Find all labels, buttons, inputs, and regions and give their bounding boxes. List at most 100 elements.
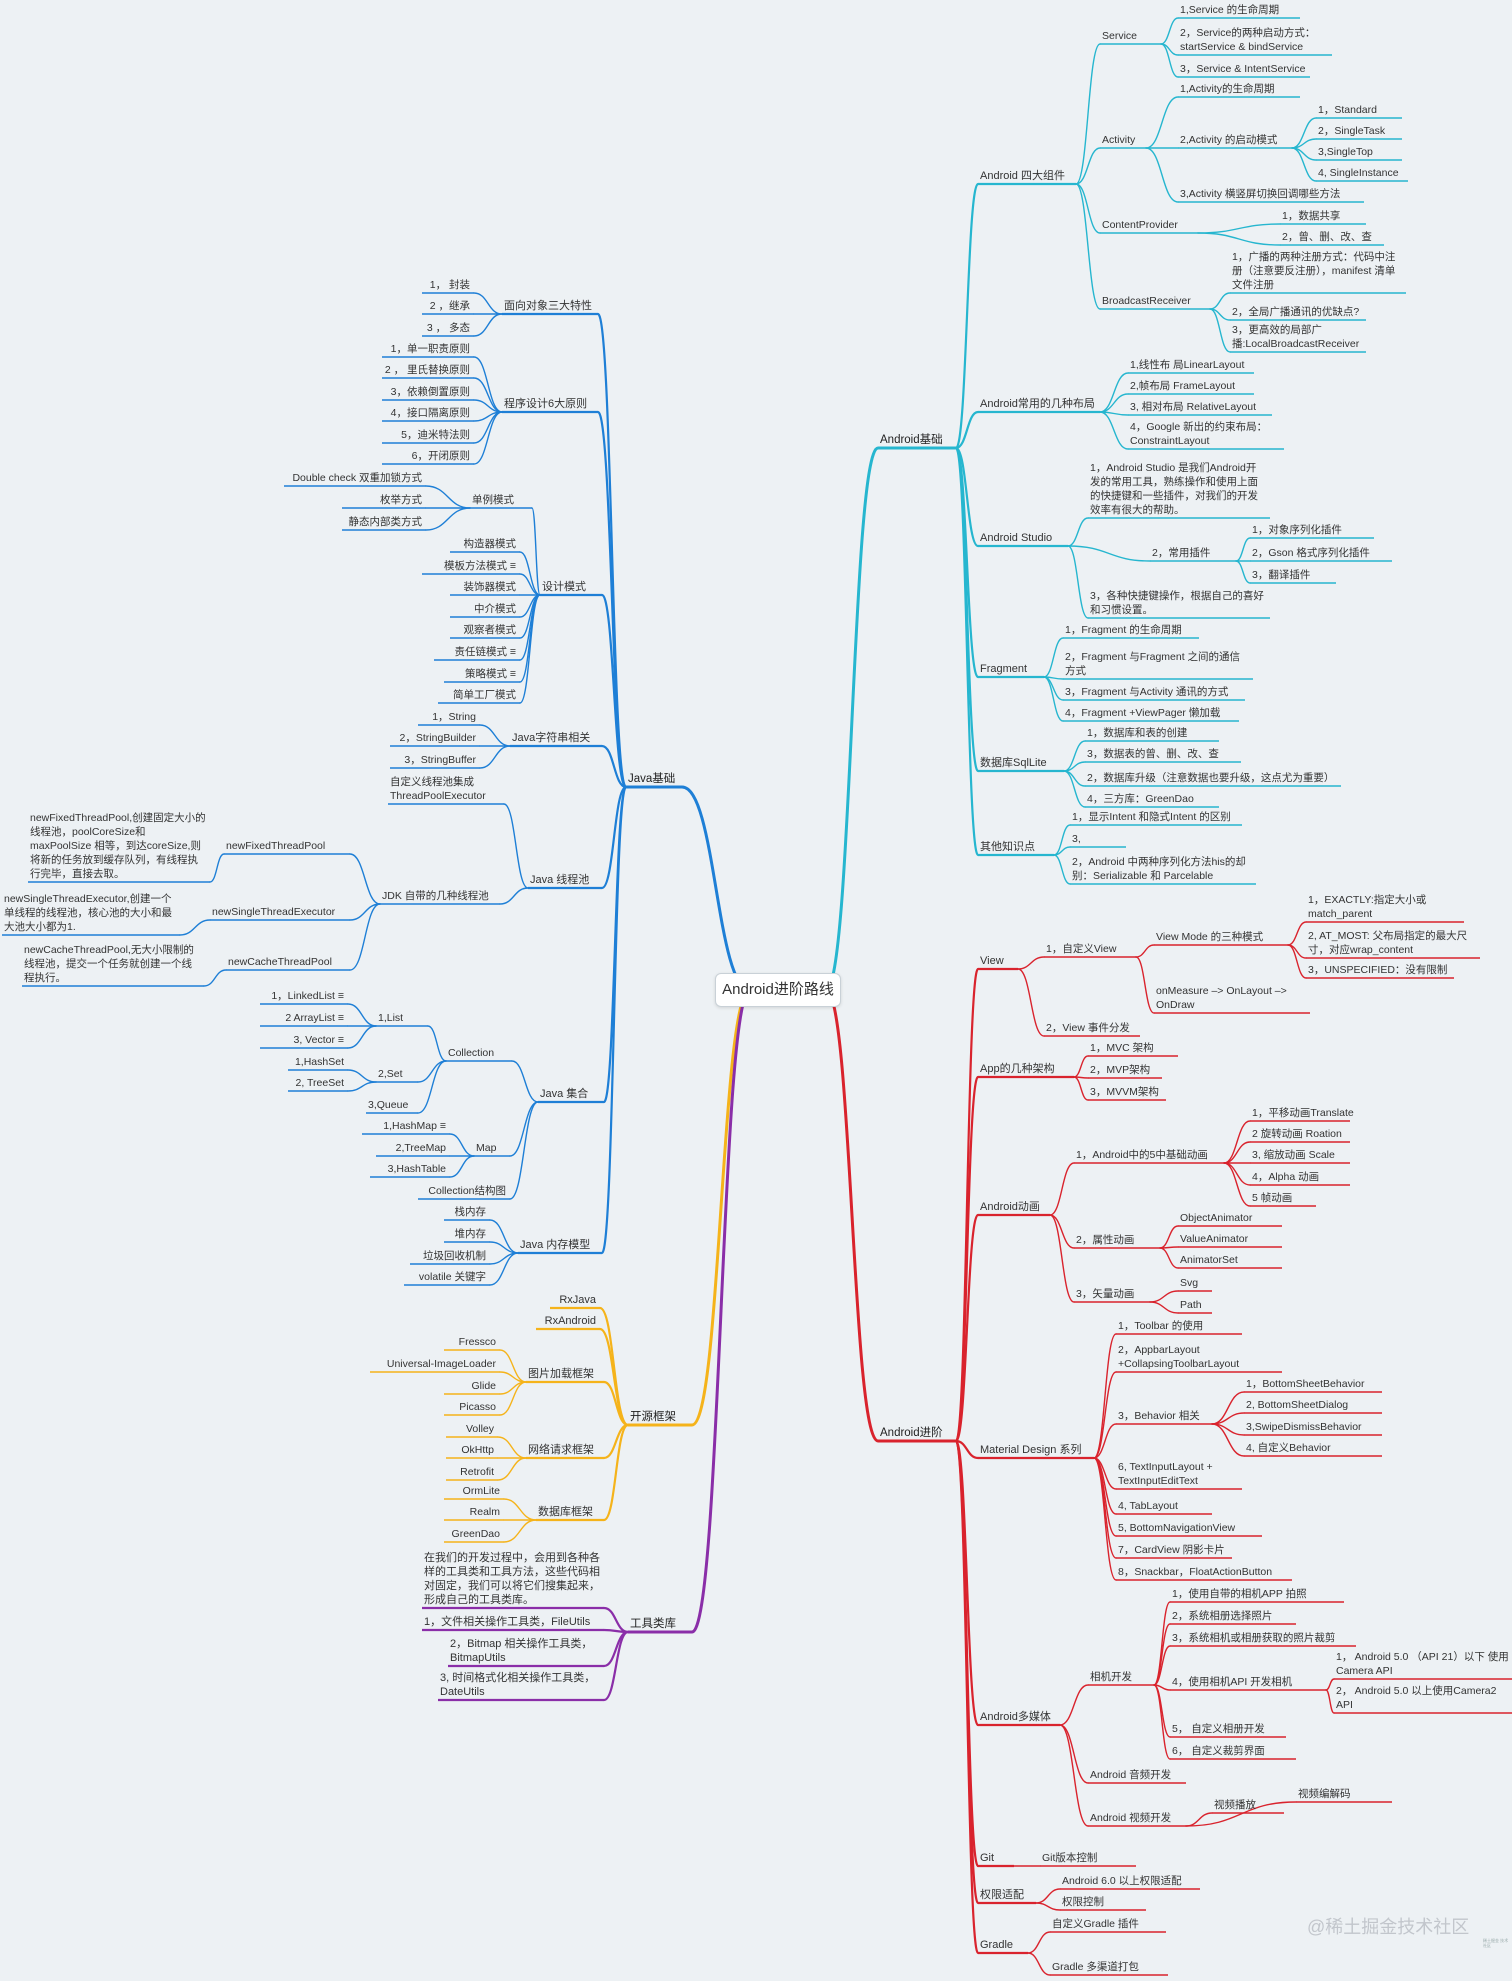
branch-node[interactable]: 开源框架 <box>630 1411 676 1423</box>
mindmap-node[interactable]: 3,Queue <box>368 1099 409 1111</box>
mindmap-node[interactable]: 数据库SqlLite <box>980 757 1047 769</box>
mindmap-node[interactable]: 1，数据共享 <box>1282 210 1341 222</box>
mindmap-node[interactable]: 3,Activity 横竖屏切换回调哪些方法 <box>1180 188 1341 200</box>
mindmap-node[interactable]: 4，Fragment +ViewPager 懒加载 <box>1065 707 1221 719</box>
mindmap-node[interactable]: 网络请求框架 <box>528 1444 594 1456</box>
mindmap-node[interactable]: newCacheThreadPool,无大小限制的线程池，提交一个任务就创建一个… <box>24 944 194 984</box>
mindmap-node[interactable]: 2 旋转动画 Roation <box>1252 1128 1342 1140</box>
mindmap-node[interactable]: 2 ArrayList ≡ <box>285 1012 344 1024</box>
mindmap-node[interactable]: 3，更高效的局部广播:LocalBroadcastReceiver <box>1232 324 1360 350</box>
mindmap-node[interactable]: App的几种架构 <box>980 1063 1055 1075</box>
branch-node[interactable]: 工具类库 <box>630 1618 676 1630</box>
mindmap-node[interactable]: Android多媒体 <box>980 1711 1051 1723</box>
mindmap-node[interactable]: 1，LinkedList ≡ <box>271 990 344 1002</box>
mindmap-node[interactable]: Android常用的几种布局 <box>980 398 1095 410</box>
mindmap-node[interactable]: 2，Fragment 与Fragment 之间的通信方式 <box>1065 651 1241 677</box>
mindmap-node[interactable]: Svg <box>1180 1277 1199 1289</box>
mindmap-node[interactable]: 3, 时间格式化相关操作工具类，DateUtils <box>440 1672 596 1698</box>
mindmap-node[interactable]: 简单工厂模式 <box>453 689 516 701</box>
mindmap-node[interactable]: 5，迪米特法则 <box>401 429 470 441</box>
mindmap-node[interactable]: Android 音频开发 <box>1090 1769 1172 1781</box>
branch-node[interactable]: Android基础 <box>880 434 943 446</box>
mindmap-node[interactable]: 1，Fragment 的生命周期 <box>1065 624 1182 636</box>
mindmap-node[interactable]: 1，Android中的5中基础动画 <box>1076 1149 1208 1161</box>
mindmap-node[interactable]: 1,Service 的生命周期 <box>1180 4 1280 16</box>
mindmap-node[interactable]: Java 内存模型 <box>520 1239 591 1251</box>
mindmap-node[interactable]: 堆内存 <box>454 1228 487 1240</box>
mindmap-node[interactable]: 6，开闭原则 <box>411 450 470 462</box>
mindmap-node[interactable]: 静态内部类方式 <box>348 516 423 528</box>
mindmap-node[interactable]: 中介模式 <box>474 603 516 615</box>
mindmap-node[interactable]: Retrofit <box>460 1466 494 1478</box>
mindmap-node[interactable]: ValueAnimator <box>1180 1233 1249 1245</box>
mindmap-node[interactable]: Git版本控制 <box>1042 1852 1098 1864</box>
mindmap-node[interactable]: 视频播放 <box>1214 1799 1256 1811</box>
mindmap-node[interactable]: Fragment <box>980 663 1028 675</box>
mindmap-node[interactable]: 2，View 事件分发 <box>1046 1022 1130 1034</box>
mindmap-node[interactable]: GreenDao <box>451 1528 500 1540</box>
mindmap-node[interactable]: 3，Service & IntentService <box>1180 63 1306 75</box>
mindmap-node[interactable]: 5， 自定义相册开发 <box>1172 1723 1265 1735</box>
mindmap-node[interactable]: 1，文件相关操作工具类，FileUtils <box>424 1616 591 1628</box>
mindmap-node[interactable]: 1，Standard <box>1318 104 1377 116</box>
mindmap-node[interactable]: Android 视频开发 <box>1090 1812 1172 1824</box>
mindmap-node[interactable]: 垃圾回收机制 <box>423 1250 486 1262</box>
mindmap-node[interactable]: 2，MVP架构 <box>1090 1064 1151 1076</box>
mindmap-node[interactable]: 2,帧布局 FrameLayout <box>1130 380 1236 392</box>
mindmap-node[interactable]: 3,SwipeDismissBehavior <box>1246 1421 1362 1433</box>
mindmap-node[interactable]: 2，StringBuilder <box>399 732 476 744</box>
mindmap-node[interactable]: 自定义线程池集成ThreadPoolExecutor <box>390 776 486 802</box>
mindmap-node[interactable]: 4, 自定义Behavior <box>1246 1442 1331 1454</box>
mindmap-node[interactable]: 2，Android 中两种序列化方法his的却别：Serializable 和 … <box>1072 856 1246 882</box>
mindmap-node[interactable]: 在我们的开发过程中，会用到各种各样的工具类和工具方法，这些代码相对固定，我们可以… <box>424 1552 600 1606</box>
mindmap-node[interactable]: 1,线性布 局LinearLayout <box>1130 359 1245 371</box>
mindmap-node[interactable]: newCacheThreadPool <box>228 956 332 968</box>
mindmap-node[interactable]: 1，String <box>432 711 476 723</box>
mindmap-node[interactable]: 2，曾、删、改、查 <box>1282 231 1372 243</box>
mindmap-node[interactable]: Android 6.0 以上权限适配 <box>1062 1875 1182 1887</box>
mindmap-node[interactable]: 4, TabLayout <box>1118 1500 1178 1512</box>
mindmap-node[interactable]: 2，属性动画 <box>1076 1234 1135 1246</box>
mindmap-node[interactable]: 图片加载框架 <box>528 1368 594 1380</box>
mindmap-node[interactable]: newFixedThreadPool,创建固定大小的线程池，poolCoreSi… <box>30 812 206 880</box>
mindmap-node[interactable]: 1，使用自带的相机APP 拍照 <box>1172 1588 1307 1600</box>
mindmap-node[interactable]: Android Studio <box>980 532 1053 544</box>
mindmap-node[interactable]: Double check 双重加锁方式 <box>292 472 422 484</box>
mindmap-node[interactable]: 1，广播的两种注册方式：代码中注册（注意要反注册），manifest 清单文件注… <box>1232 251 1396 291</box>
mindmap-node[interactable]: 1,Activity的生命周期 <box>1180 83 1275 95</box>
mindmap-node[interactable]: 数据库框架 <box>538 1506 593 1518</box>
mindmap-node[interactable]: Gradle 多渠道打包 <box>1052 1961 1139 1973</box>
mindmap-node[interactable]: 权限适配 <box>980 1889 1024 1901</box>
mindmap-node[interactable]: 2 ，继承 <box>429 300 470 312</box>
mindmap-node[interactable]: 3,SingleTop <box>1318 146 1373 158</box>
mindmap-node[interactable]: 模板方法模式 ≡ <box>443 560 516 572</box>
mindmap-node[interactable]: volatile 关键字 <box>418 1271 486 1283</box>
mindmap-node[interactable]: 3，Behavior 相关 <box>1118 1410 1200 1422</box>
mindmap-node[interactable]: 3，矢量动画 <box>1076 1288 1135 1300</box>
mindmap-node[interactable]: 3，系统相机或相册获取的照片裁剪 <box>1172 1632 1336 1644</box>
mindmap-node[interactable]: 构造器模式 <box>463 538 517 550</box>
mindmap-node[interactable]: 6， 自定义裁剪界面 <box>1172 1745 1265 1757</box>
mindmap-node[interactable]: Java 线程池 <box>530 874 590 886</box>
branch-node[interactable]: Java基础 <box>628 773 676 785</box>
mindmap-node[interactable]: 1，数据库和表的创建 <box>1087 727 1188 739</box>
mindmap-node[interactable]: 8，Snackbar，FloatActionButton <box>1118 1566 1273 1578</box>
mindmap-node[interactable]: 3，依赖倒置原则 <box>390 386 470 398</box>
mindmap-node[interactable]: 3，翻译插件 <box>1252 569 1311 581</box>
mindmap-node[interactable]: 2，Gson 格式序列化插件 <box>1252 547 1370 559</box>
mindmap-node[interactable]: 2，系统相册选择照片 <box>1172 1610 1273 1622</box>
mindmap-node[interactable]: 栈内存 <box>454 1206 487 1218</box>
mindmap-node[interactable]: OkHttp <box>461 1444 494 1456</box>
mindmap-node[interactable]: ObjectAnimator <box>1180 1212 1253 1224</box>
mindmap-node[interactable]: Realm <box>469 1506 500 1518</box>
mindmap-node[interactable]: 3，StringBuffer <box>404 754 476 766</box>
mindmap-node[interactable]: Glide <box>471 1380 496 1392</box>
mindmap-node[interactable]: onMeasure –> OnLayout –> OnDraw <box>1156 985 1287 1011</box>
mindmap-node[interactable]: 3, <box>1072 833 1081 845</box>
mindmap-node[interactable]: 1， Android 5.0 （API 21）以下 使用Camera API <box>1336 1651 1509 1677</box>
mindmap-node[interactable]: 程序设计6大原则 <box>504 398 588 410</box>
mindmap-node[interactable]: 相机开发 <box>1090 1671 1132 1683</box>
mindmap-node[interactable]: 1，对象序列化插件 <box>1252 524 1342 536</box>
mindmap-node[interactable]: 1，MVC 架构 <box>1090 1042 1154 1054</box>
mindmap-node[interactable]: ContentProvider <box>1102 219 1178 231</box>
